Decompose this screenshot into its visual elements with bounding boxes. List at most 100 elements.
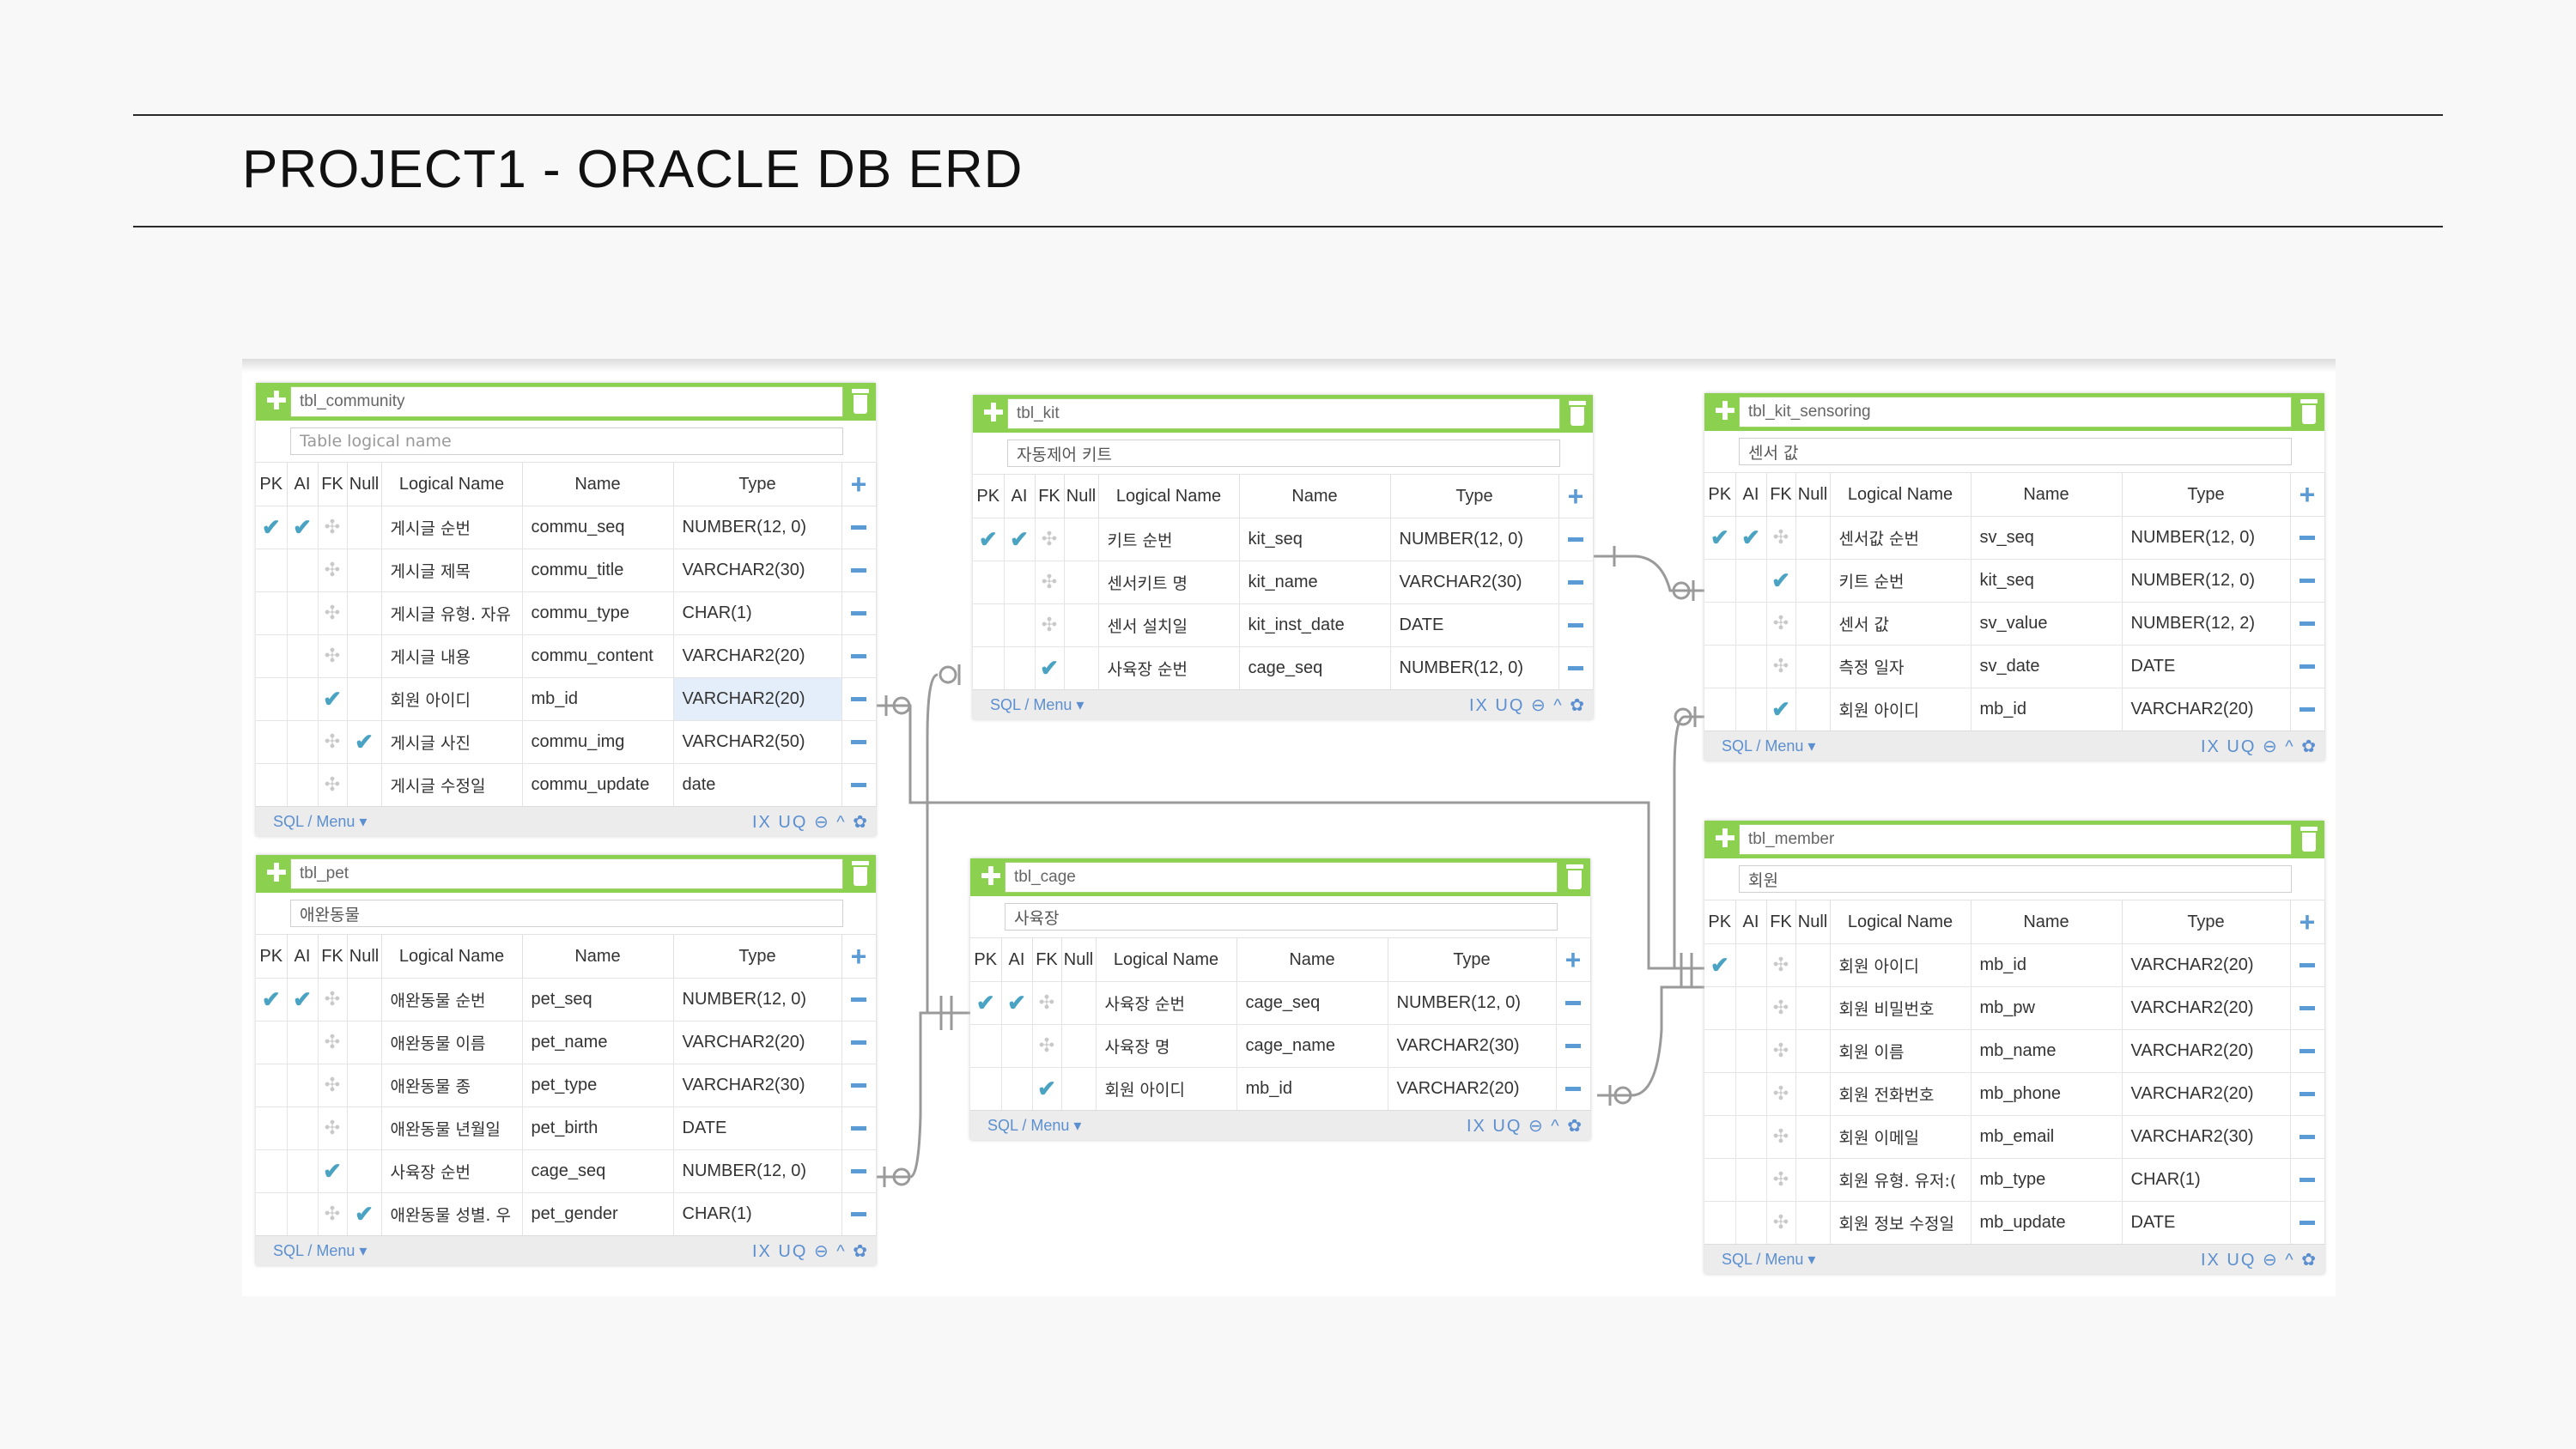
column-type-cell[interactable]: NUMBER(12, 0) — [2122, 559, 2291, 603]
ai-check[interactable] — [1735, 1072, 1767, 1116]
table-row[interactable]: ✣ 회원 유형. 유저:( mb_type CHAR(1) — [1704, 1158, 2325, 1202]
pk-check[interactable]: ✔ — [256, 978, 288, 1022]
remove-column-button[interactable] — [1558, 646, 1594, 689]
ai-check[interactable] — [1735, 986, 1767, 1030]
fk-cell[interactable]: ✣ — [318, 549, 348, 592]
fk-cell[interactable]: ✣ — [1766, 516, 1796, 560]
fk-check[interactable]: ✔ — [1766, 688, 1796, 731]
table-row[interactable]: ✣ 애완동물 종 pet_type VARCHAR2(30) — [256, 1064, 877, 1107]
table-row[interactable]: ✣ ✔ 게시글 사진 commu_img VARCHAR2(50) — [256, 720, 877, 764]
trash-icon[interactable] — [1564, 864, 1585, 890]
column-type-cell[interactable]: NUMBER(12, 0) — [673, 978, 842, 1022]
fk-cell[interactable]: ✣ — [1035, 518, 1065, 561]
table-row[interactable]: ✣ 회원 전화번호 mb_phone VARCHAR2(20) — [1704, 1072, 2325, 1116]
column-name-cell[interactable]: commu_update — [522, 763, 674, 806]
remove-column-button[interactable] — [2290, 1201, 2325, 1244]
column-type-cell[interactable]: VARCHAR2(20) — [2122, 1029, 2291, 1073]
null-check[interactable] — [1064, 646, 1099, 689]
table-row[interactable]: ✣ 게시글 내용 commu_content VARCHAR2(20) — [256, 634, 877, 678]
ai-check[interactable] — [287, 549, 319, 592]
column-name-cell[interactable]: cage_name — [1236, 1024, 1388, 1068]
table-row[interactable]: ✣ 센서 값 sv_value NUMBER(12, 2) — [1704, 602, 2325, 646]
column-name-cell[interactable]: mb_type — [1971, 1158, 2123, 1202]
remove-column-button[interactable] — [2290, 1029, 2325, 1073]
column-name-cell[interactable]: cage_seq — [1239, 646, 1391, 689]
null-check[interactable] — [1795, 1158, 1831, 1202]
logical-name-cell[interactable]: 센서 값 — [1830, 602, 1971, 646]
fk-cell[interactable]: ✣ — [1766, 645, 1796, 688]
column-type-cell[interactable]: VARCHAR2(30) — [673, 1064, 842, 1107]
remove-column-button[interactable] — [2290, 516, 2325, 560]
pk-check[interactable] — [1704, 1072, 1736, 1116]
logical-name-cell[interactable]: 센서 설치일 — [1098, 603, 1240, 647]
fk-cell[interactable]: ✣ — [318, 1021, 348, 1064]
ai-check[interactable] — [287, 1149, 319, 1193]
ai-check[interactable] — [1001, 1067, 1033, 1110]
table-row[interactable]: ✔ 회원 아이디 mb_id VARCHAR2(20) — [970, 1067, 1591, 1110]
pk-check[interactable] — [970, 1024, 1002, 1068]
ai-check[interactable]: ✔ — [287, 978, 319, 1022]
column-name-cell[interactable]: pet_name — [522, 1021, 674, 1064]
ai-check[interactable] — [1735, 1158, 1767, 1202]
plus-icon[interactable]: + — [850, 468, 867, 500]
remove-column-button[interactable] — [2290, 688, 2325, 731]
column-type-cell[interactable]: VARCHAR2(20) — [2122, 688, 2291, 731]
remove-column-button[interactable] — [1556, 1067, 1591, 1110]
trash-icon[interactable] — [2299, 399, 2319, 425]
move-icon[interactable]: ✚ — [265, 858, 288, 888]
logical-name-cell[interactable]: 게시글 순번 — [381, 506, 523, 549]
null-check[interactable]: ✔ — [347, 1192, 382, 1235]
ai-check[interactable] — [1004, 646, 1036, 689]
column-name-cell[interactable]: mb_update — [1971, 1201, 2123, 1244]
ai-check[interactable] — [287, 591, 319, 635]
remove-column-button[interactable] — [841, 720, 877, 764]
remove-column-button[interactable] — [841, 634, 877, 678]
table-card-community[interactable]: ✚ tbl_community PK AI FK Null Logical Na… — [256, 383, 877, 836]
remove-column-button[interactable] — [2290, 602, 2325, 646]
sql-menu-dropdown[interactable]: SQL / Menu ▾ — [273, 1242, 368, 1259]
column-type-cell[interactable]: NUMBER(12, 0) — [673, 506, 842, 549]
logical-name-cell[interactable]: 회원 아이디 — [1096, 1067, 1237, 1110]
null-check[interactable] — [1795, 1201, 1831, 1244]
table-tools[interactable]: IX UQ ⊖ ^ ✿ — [1466, 1117, 1583, 1136]
column-name-cell[interactable]: mb_id — [1971, 688, 2123, 731]
pk-check[interactable] — [256, 1021, 288, 1064]
table-row[interactable]: ✣ 회원 정보 수정일 mb_update DATE — [1704, 1201, 2325, 1244]
remove-column-button[interactable] — [841, 1021, 877, 1064]
logical-name-cell[interactable]: 게시글 사진 — [381, 720, 523, 764]
move-icon[interactable]: ✚ — [265, 386, 288, 416]
column-name-cell[interactable]: cage_seq — [1236, 981, 1388, 1025]
pk-check[interactable]: ✔ — [256, 506, 288, 549]
pk-check[interactable] — [256, 1192, 288, 1235]
table-name[interactable]: tbl_pet — [290, 858, 843, 889]
fk-cell[interactable]: ✣ — [1032, 1024, 1062, 1068]
remove-column-button[interactable] — [841, 978, 877, 1022]
null-check[interactable] — [1795, 1072, 1831, 1116]
ai-check[interactable]: ✔ — [287, 506, 319, 549]
add-column-button[interactable]: + — [841, 463, 877, 506]
null-check[interactable] — [1795, 516, 1831, 560]
pk-check[interactable]: ✔ — [1704, 943, 1736, 987]
fk-cell[interactable]: ✣ — [1766, 1072, 1796, 1116]
column-name-cell[interactable]: commu_title — [522, 549, 674, 592]
column-name-cell[interactable]: pet_birth — [522, 1106, 674, 1150]
fk-cell[interactable]: ✣ — [1766, 602, 1796, 646]
table-row[interactable]: ✔ 사육장 순번 cage_seq NUMBER(12, 0) — [256, 1149, 877, 1193]
remove-column-button[interactable] — [1556, 981, 1591, 1025]
add-column-button[interactable]: + — [2290, 900, 2325, 944]
move-icon[interactable]: ✚ — [1714, 397, 1736, 427]
remove-column-button[interactable] — [841, 1192, 877, 1235]
logical-name-cell[interactable]: 키트 순번 — [1098, 518, 1240, 561]
fk-cell[interactable]: ✣ — [1766, 943, 1796, 987]
fk-check[interactable]: ✔ — [318, 677, 348, 721]
logical-name-cell[interactable]: 게시글 유형. 자유 — [381, 591, 523, 635]
pk-check[interactable] — [973, 646, 1005, 689]
table-card-kit-sensoring[interactable]: ✚ tbl_kit_sensoring PK AI FK Null Logica… — [1704, 393, 2325, 761]
sql-menu-dropdown[interactable]: SQL / Menu ▾ — [987, 1117, 1082, 1134]
table-name[interactable]: tbl_community — [290, 386, 843, 417]
null-check[interactable] — [1795, 688, 1831, 731]
null-check[interactable] — [347, 978, 382, 1022]
column-type-cell[interactable]: VARCHAR2(20) — [2122, 986, 2291, 1030]
remove-column-button[interactable] — [841, 549, 877, 592]
table-tools[interactable]: IX UQ ⊖ ^ ✿ — [751, 1242, 869, 1261]
